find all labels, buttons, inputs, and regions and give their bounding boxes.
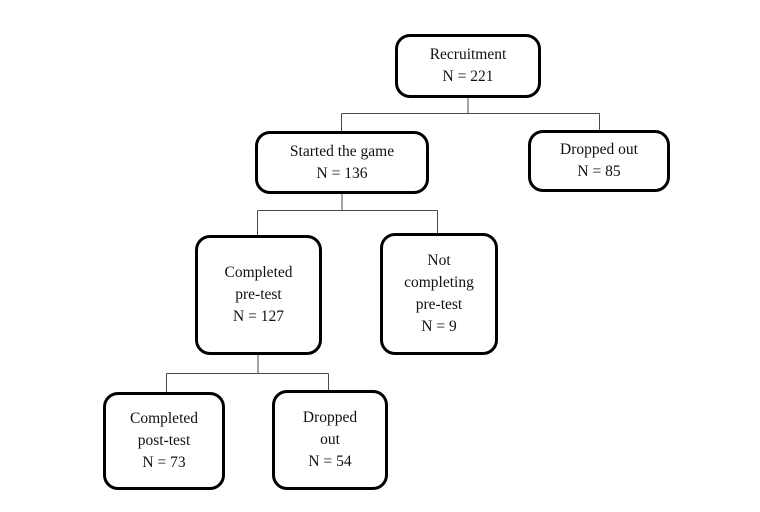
node-not-completing-pretest: Not completing pre-test N = 9: [380, 233, 498, 355]
node-completed-pretest: Completed pre-test N = 127: [195, 235, 322, 355]
node-label-line: post-test: [137, 432, 191, 449]
node-count-line: N = 136: [316, 164, 368, 182]
node-completed-posttest: Completed post-test N = 73: [103, 392, 225, 490]
node-label-line: pre-test: [415, 296, 463, 313]
node-dropped-out-late: Dropped out N = 54: [272, 390, 388, 490]
node-label-line: out: [320, 431, 340, 448]
node-recruitment: Recruitment N = 221: [395, 34, 541, 98]
node-label-line: Completed: [224, 264, 293, 281]
node-label-line: Completed: [129, 410, 199, 427]
node-started-game: Started the game N = 136: [255, 131, 429, 194]
node-count-line: N = 127: [233, 308, 284, 325]
node-count-line: N = 85: [577, 163, 621, 180]
node-label-line: completing: [404, 274, 474, 291]
node-label-line: Dropped: [302, 409, 358, 426]
node-count-line: N = 54: [308, 453, 352, 470]
node-label-line: Not: [427, 252, 451, 269]
node-count-line: N = 73: [142, 454, 186, 471]
node-label-line: Dropped out: [560, 141, 638, 158]
edge-recruitment-children: [341, 98, 600, 131]
node-label-line: Started the game: [289, 142, 395, 160]
node-label-line: Recruitment: [429, 46, 507, 63]
edge-started-game-children: [257, 194, 438, 235]
node-label-line: pre-test: [235, 286, 282, 303]
node-count-line: N = 9: [421, 318, 457, 335]
edge-completed-pretest-children: [166, 355, 329, 392]
node-dropped-out-early: Dropped out N = 85: [528, 130, 670, 192]
node-count-line: N = 221: [442, 68, 494, 85]
